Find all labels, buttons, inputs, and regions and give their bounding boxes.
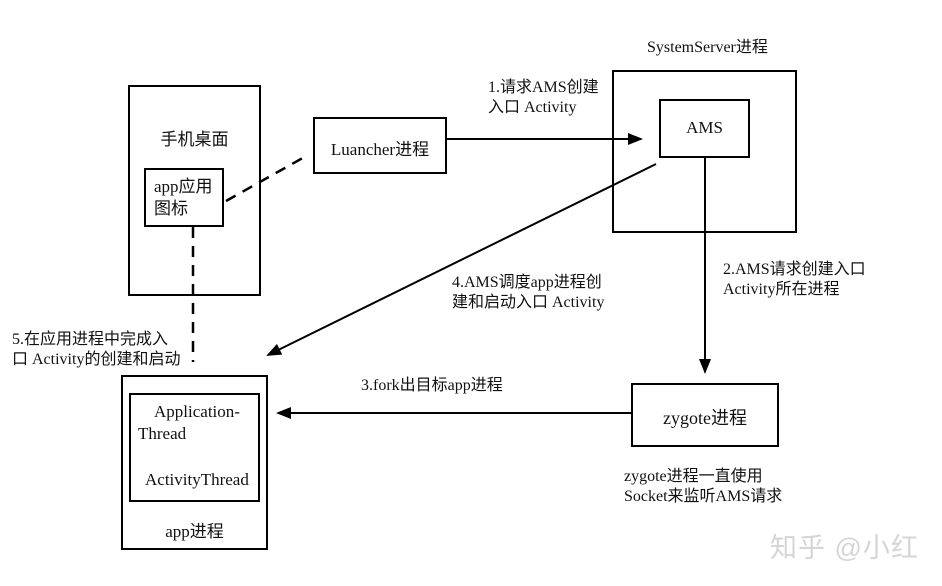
system-server-label: SystemServer进程 bbox=[647, 39, 768, 56]
zygote-label: zygote进程 bbox=[663, 408, 747, 428]
zygote-note: zygote进程一直使用 Socket来监听AMS请求 bbox=[624, 468, 783, 505]
step1-label: 1.请求AMS创建 入口 Activity bbox=[488, 79, 599, 116]
dashed-line-appicon-to-launcher bbox=[225, 153, 309, 203]
ams-label: AMS bbox=[686, 118, 723, 137]
step2-label: 2.AMS请求创建入口 Activity所在进程 bbox=[723, 261, 866, 298]
system-server-box bbox=[612, 70, 797, 233]
launcher-label: Luancher进程 bbox=[330, 140, 430, 159]
app-icon-box: app应用 图标 bbox=[144, 168, 224, 227]
application-thread-label-line1: Application- bbox=[154, 402, 240, 421]
zygote-box: zygote进程 bbox=[631, 383, 779, 447]
app-icon-label: app应用 图标 bbox=[154, 177, 213, 218]
phone-desktop-label: 手机桌面 bbox=[160, 130, 229, 149]
phone-desktop-box: 手机桌面 bbox=[128, 85, 261, 296]
threads-box bbox=[129, 393, 260, 502]
app-process-label: app进程 bbox=[165, 522, 224, 541]
arrow-step4-ams-to-app bbox=[266, 163, 657, 356]
app-process-box: app进程 bbox=[121, 375, 268, 550]
step3-label: 3.fork出目标app进程 bbox=[361, 377, 503, 394]
launcher-box: Luancher进程 bbox=[313, 117, 447, 174]
step4-label: 4.AMS调度app进程创 建和启动入口 Activity bbox=[452, 274, 605, 311]
activity-thread-label: ActivityThread bbox=[145, 470, 249, 489]
step5-label: 5.在应用进程中完成入 口 Activity的创建和启动 bbox=[12, 331, 181, 368]
application-thread-label-line2: Thread bbox=[138, 424, 187, 443]
ams-box: AMS bbox=[659, 99, 750, 158]
zhihu-watermark: 知乎 @小红 bbox=[770, 533, 919, 563]
